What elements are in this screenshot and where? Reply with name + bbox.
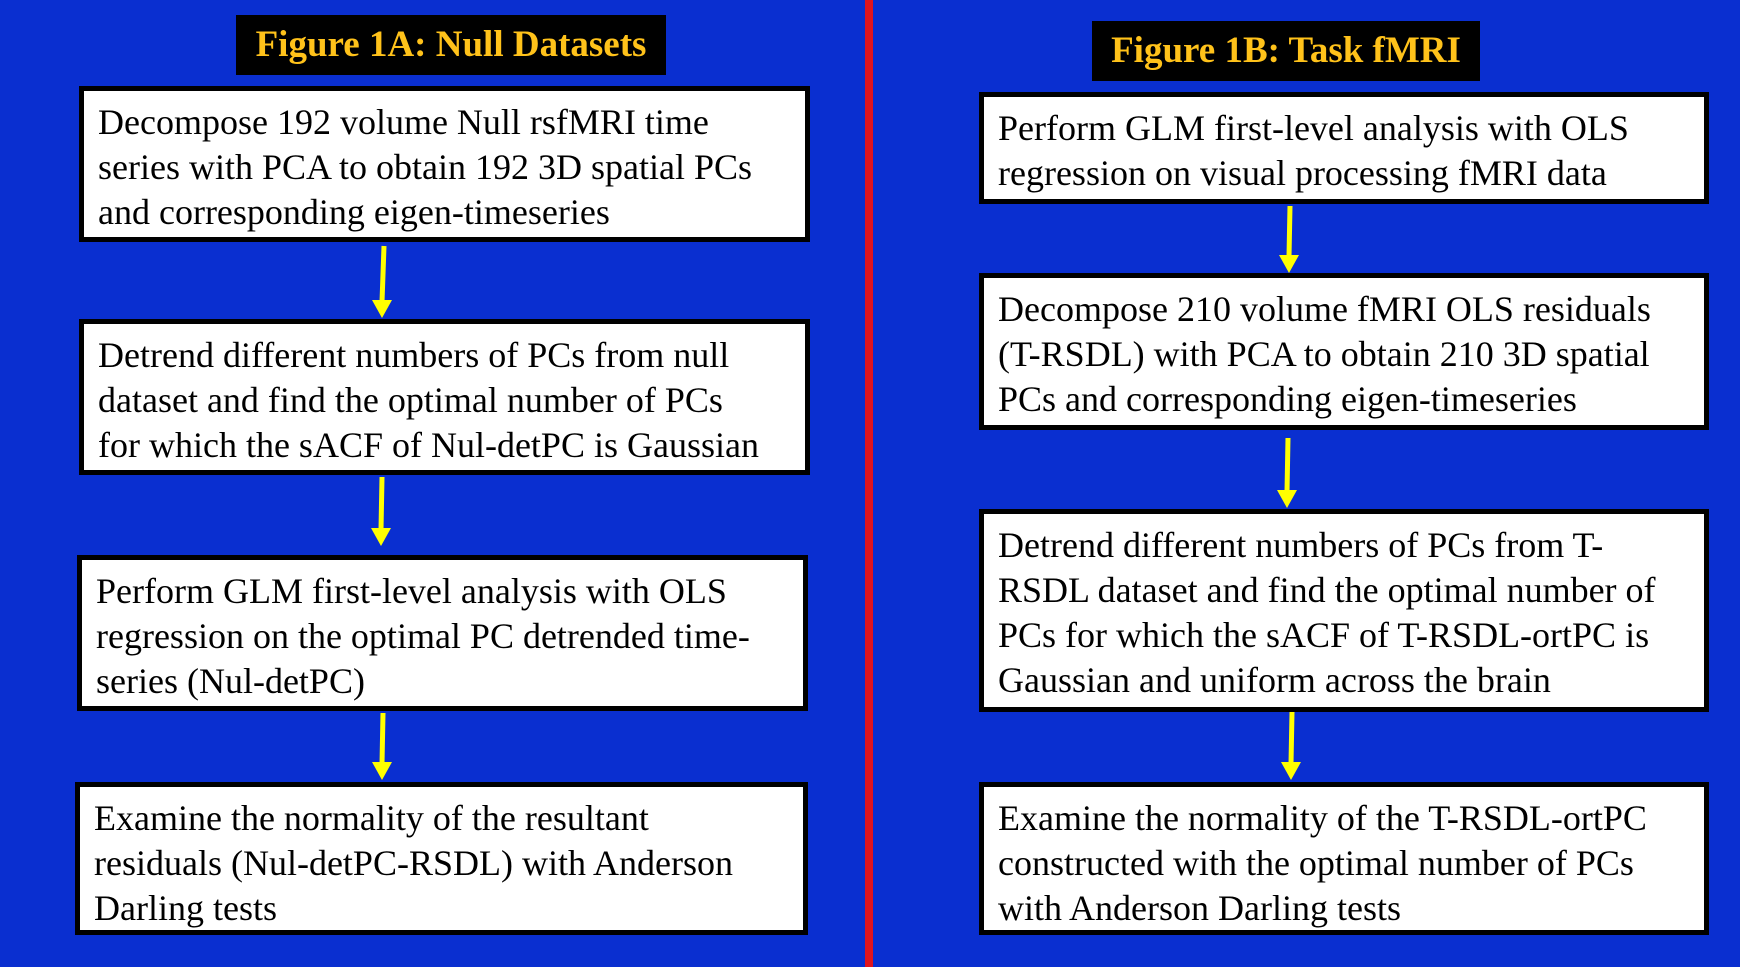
arrow-a-1 — [372, 245, 392, 318]
step-text-line: residuals (Nul-detPC-RSDL) with Anderson — [94, 843, 733, 883]
step-text-line: series with PCA to obtain 192 3D spatial… — [98, 147, 753, 187]
step-text-line: and corresponding eigen-timeseries — [98, 192, 610, 232]
step-text-line: Perform GLM first-level analysis with OL… — [96, 571, 727, 611]
step-text-line: constructed with the optimal number of P… — [998, 843, 1634, 883]
step-text-line: Decompose 192 volume Null rsfMRI time — [98, 102, 709, 142]
step-text-line: Decompose 210 volume fMRI OLS residuals — [998, 289, 1651, 329]
panel-b-title: Figure 1B: Task fMRI — [1092, 21, 1480, 81]
arrow-b-3 — [1281, 711, 1301, 780]
arrow-b-2 — [1277, 437, 1297, 508]
step-text-line: PCs and corresponding eigen-timeseries — [998, 379, 1577, 419]
step-text-line: Detrend different numbers of PCs from T- — [998, 525, 1604, 565]
panel-b-step-2: Decompose 210 volume fMRI OLS residuals … — [979, 273, 1709, 430]
step-text-line: Darling tests — [94, 888, 277, 928]
panel-a-step-1: Decompose 192 volume Null rsfMRI time se… — [79, 86, 810, 242]
step-text-line: regression on visual processing fMRI dat… — [998, 153, 1607, 193]
panel-a-title: Figure 1A: Null Datasets — [236, 15, 666, 75]
step-text-line: PCs for which the sACF of T-RSDL-ortPC i… — [998, 615, 1650, 655]
step-text-line: RSDL dataset and find the optimal number… — [998, 570, 1656, 610]
step-text-line: Examine the normality of the T-RSDL-ortP… — [998, 798, 1647, 838]
panel-a-step-2: Detrend different numbers of PCs from nu… — [79, 319, 810, 475]
panel-a-step-4: Examine the normality of the resultant r… — [75, 782, 808, 935]
step-text-line: for which the sACF of Nul-detPC is Gauss… — [98, 425, 759, 465]
step-text-line: Gaussian and uniform across the brain — [998, 660, 1551, 700]
step-text-line: Perform GLM first-level analysis with OL… — [998, 108, 1629, 148]
step-text-line: (T-RSDL) with PCA to obtain 210 3D spati… — [998, 334, 1650, 374]
step-text-line: dataset and find the optimal number of P… — [98, 380, 723, 420]
panel-b-step-4: Examine the normality of the T-RSDL-ortP… — [979, 782, 1709, 935]
step-text-line: series (Nul-detPC) — [96, 661, 365, 701]
arrow-a-2 — [371, 476, 391, 546]
panel-a-step-3: Perform GLM first-level analysis with OL… — [77, 555, 808, 711]
panel-divider — [865, 0, 873, 967]
panel-b-step-3: Detrend different numbers of PCs from T-… — [979, 509, 1709, 712]
step-text-line: Examine the normality of the resultant — [94, 798, 649, 838]
arrow-a-3 — [372, 712, 392, 780]
arrow-b-1 — [1279, 205, 1299, 273]
step-text-line: with Anderson Darling tests — [998, 888, 1401, 928]
panel-b-step-1: Perform GLM first-level analysis with OL… — [979, 92, 1709, 204]
step-text-line: Detrend different numbers of PCs from nu… — [98, 335, 730, 375]
step-text-line: regression on the optimal PC detrended t… — [96, 616, 750, 656]
